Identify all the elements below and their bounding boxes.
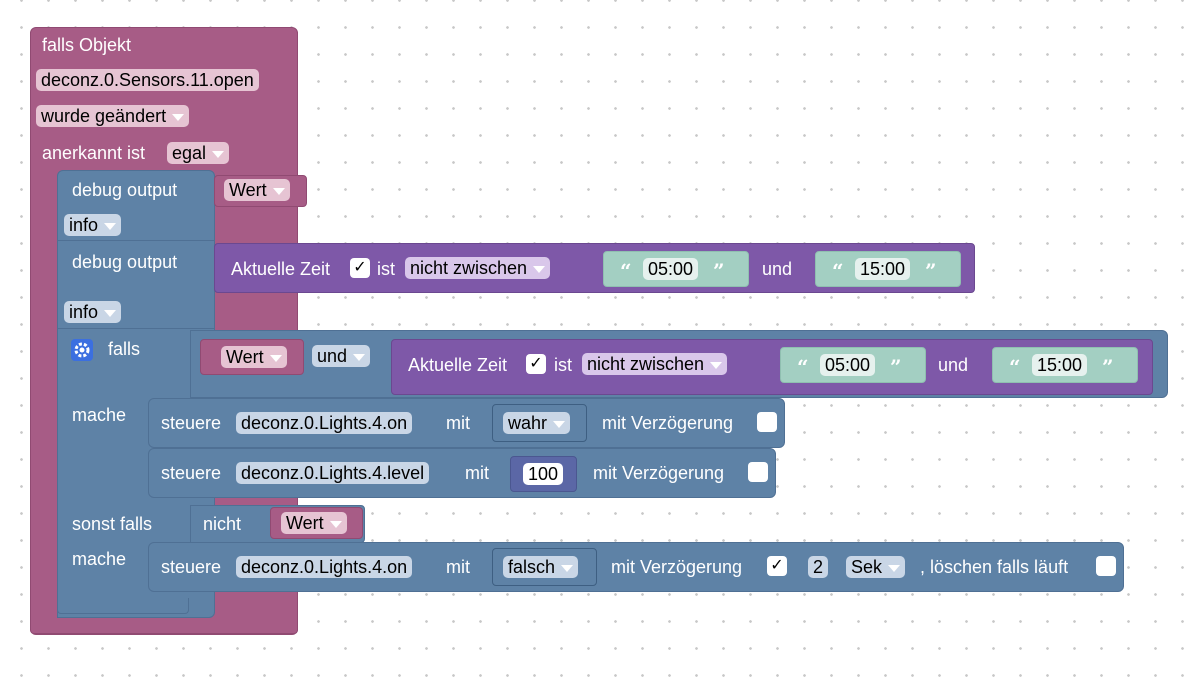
debug1-label: debug output (72, 180, 178, 200)
quote-open-icon: “ (832, 259, 844, 283)
control3-unit-dropdown[interactable]: Sek (846, 556, 906, 578)
quote-close-icon: ” (925, 259, 937, 283)
control2-delay-checkbox[interactable] (748, 462, 768, 482)
debug2-level-dropdown[interactable]: info (64, 301, 122, 323)
control3-delay-label: mit Verzögerung (611, 557, 743, 577)
else-if-label: sonst falls (72, 514, 153, 534)
if-check[interactable]: ✓ (526, 354, 546, 374)
debug2-check[interactable]: ✓ (350, 258, 370, 278)
control2-delay-label: mit Verzögerung (593, 463, 725, 483)
control1-value-dropdown[interactable]: wahr (503, 412, 571, 434)
control3-value-dropdown[interactable]: falsch (503, 556, 579, 578)
event-ack-label: anerkannt ist (42, 143, 146, 163)
event-block-bottom-bar (30, 620, 298, 634)
control1-steuere: steuere (161, 413, 222, 433)
control3-delay-value[interactable]: 2 (808, 556, 829, 578)
if-falls-label: falls (108, 339, 141, 359)
not-label: nicht (203, 514, 242, 534)
else-mache-label: mache (72, 549, 127, 569)
quote-close-icon: ” (890, 355, 902, 379)
debug1-level-dropdown[interactable]: info (64, 214, 122, 236)
control1-object-id[interactable]: deconz.0.Lights.4.on (236, 412, 413, 434)
debug2-time-label: Aktuelle Zeit (231, 259, 331, 279)
control2-number-block[interactable] (510, 456, 577, 492)
debug2-label: debug output (72, 252, 178, 272)
if-from-text-block[interactable] (780, 347, 926, 383)
if-time-label: Aktuelle Zeit (408, 355, 508, 375)
if-wert-dropdown[interactable]: Wert (221, 346, 287, 368)
quote-open-icon: “ (1009, 355, 1021, 379)
if-comparator-dropdown[interactable]: nicht zwischen (582, 353, 728, 375)
if-from-field[interactable]: 05:00 (820, 354, 876, 376)
quote-close-icon: ” (713, 259, 725, 283)
control2-steuere: steuere (161, 463, 222, 483)
debug2-from-field[interactable]: 05:00 (643, 258, 699, 280)
control1-delay-checkbox[interactable] (757, 412, 777, 432)
event-trigger-dropdown[interactable]: wurde geändert (36, 105, 190, 127)
debug2-und: und (762, 259, 793, 279)
event-title: falls Objekt (42, 35, 132, 55)
control3-object-id[interactable]: deconz.0.Lights.4.on (236, 556, 413, 578)
quote-open-icon: “ (797, 355, 809, 379)
gear-icon[interactable] (71, 339, 93, 361)
debug1-value-dropdown[interactable]: Wert (224, 179, 290, 201)
quote-open-icon: “ (620, 259, 632, 283)
control3-mit: mit (446, 557, 470, 577)
if-und: und (938, 355, 969, 375)
control3-clear-label: , löschen falls läuft (920, 557, 1069, 577)
control3-clear-checkbox[interactable] (1096, 556, 1116, 576)
control2-value-field[interactable]: 100 (523, 463, 564, 485)
if-ist: ist (554, 355, 572, 375)
event-object-id-field[interactable]: deconz.0.Sensors.11.open (36, 69, 259, 91)
control3-steuere: steuere (161, 557, 222, 577)
if-logic-dropdown[interactable]: und (312, 345, 371, 367)
debug-divider (58, 240, 214, 241)
if-block-bottom (57, 598, 189, 614)
debug2-to-field[interactable]: 15:00 (855, 258, 911, 280)
debug-divider (58, 328, 214, 329)
control1-delay-label: mit Verzögerung (602, 413, 734, 433)
control2-mit: mit (465, 463, 489, 483)
else-wert-dropdown[interactable]: Wert (281, 512, 347, 534)
control2-object-id[interactable]: deconz.0.Lights.4.level (236, 462, 430, 484)
debug2-ist: ist (377, 259, 395, 279)
control3-delay-checkbox[interactable]: ✓ (767, 556, 787, 576)
debug2-comparator-dropdown[interactable]: nicht zwischen (405, 257, 551, 279)
event-ack-dropdown[interactable]: egal (167, 142, 230, 164)
if-mache-label: mache (72, 405, 127, 425)
control1-mit: mit (446, 413, 470, 433)
quote-close-icon: ” (1102, 355, 1114, 379)
if-to-field[interactable]: 15:00 (1032, 354, 1088, 376)
